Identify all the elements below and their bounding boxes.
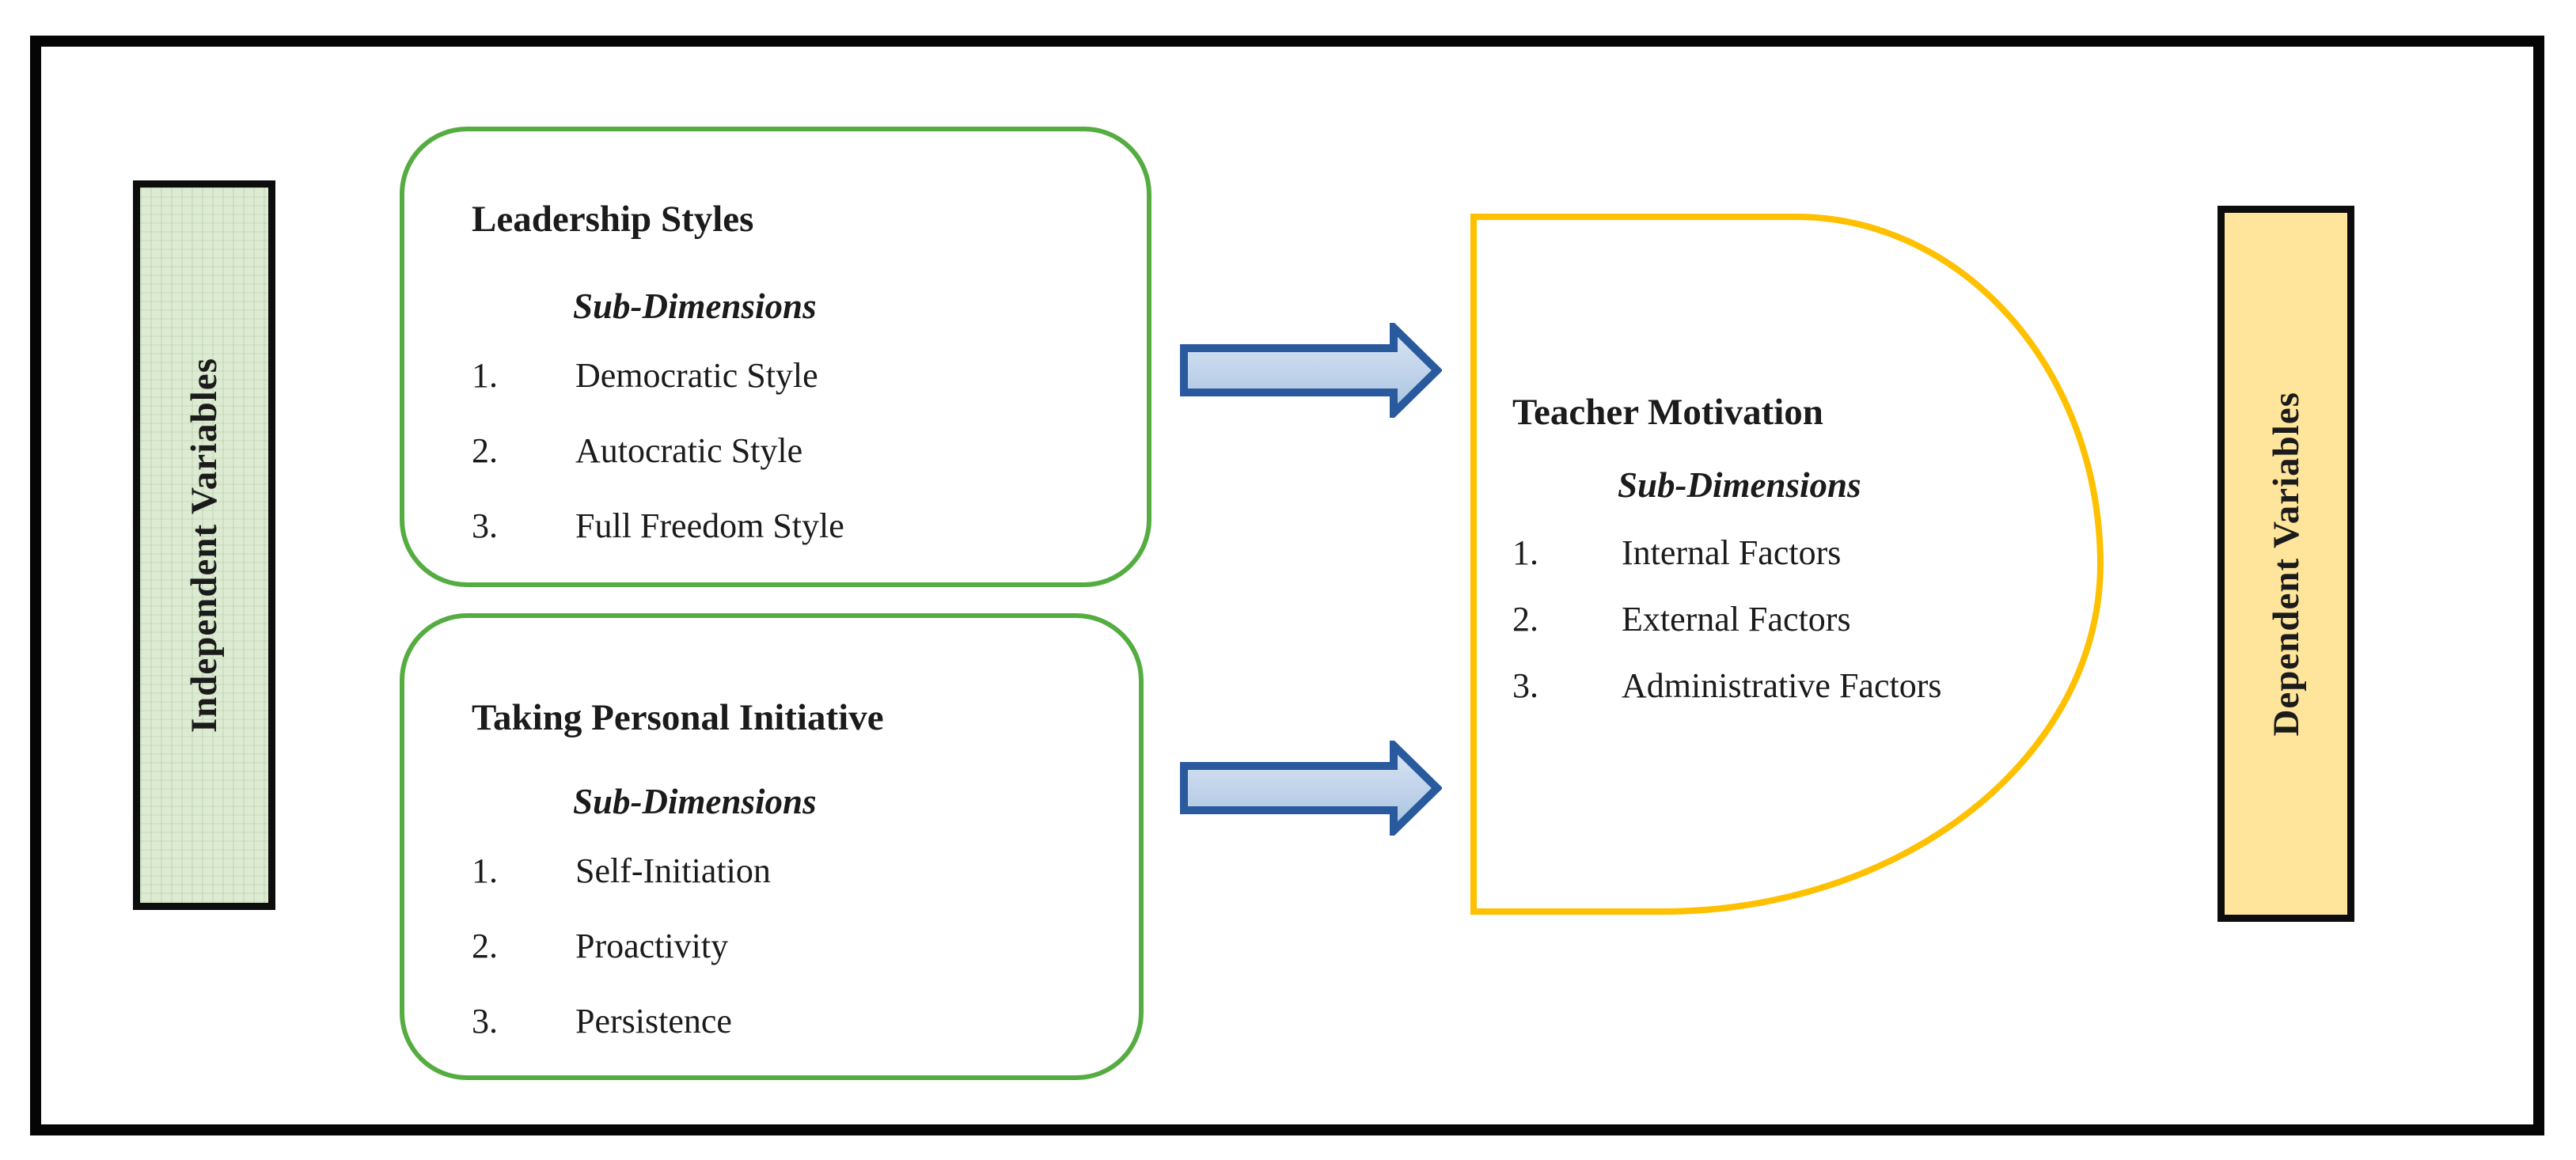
list-item-text: Full Freedom Style — [575, 506, 844, 545]
list-item-text: Self-Initiation — [575, 851, 771, 890]
list-item: 3. Persistence — [472, 997, 1115, 1046]
list-item-text: Internal Factors — [1622, 533, 1842, 572]
list-item-number: 3. — [472, 506, 498, 545]
list-item: 3. Administrative Factors — [1512, 662, 2002, 711]
list-item: 2. Autocratic Style — [472, 426, 1123, 476]
list-item: 1. Democratic Style — [472, 351, 1123, 400]
list-item-number: 1. — [472, 851, 498, 890]
list-item-number: 2. — [1512, 600, 1538, 639]
panel-subtitle: Sub-Dimensions — [573, 782, 817, 821]
list-item-text: External Factors — [1622, 600, 1851, 639]
list-item: 1. Internal Factors — [1512, 529, 2002, 578]
independent-variables-label: Independent Variables — [184, 357, 225, 734]
panel-title: Leadership Styles — [472, 199, 754, 240]
arrow-right-icon — [1180, 323, 1442, 418]
independent-variables-box: Independent Variables — [133, 180, 275, 910]
motivation-title: Teacher Motivation — [1512, 392, 1823, 433]
list-item-text: Autocratic Style — [575, 431, 803, 470]
list-item-number: 2. — [472, 431, 498, 470]
list-item-number: 1. — [472, 356, 498, 395]
motivation-subtitle: Sub-Dimensions — [1618, 465, 1861, 505]
list-item-number: 3. — [472, 1002, 498, 1041]
list-item-number: 1. — [1512, 533, 1538, 572]
panel-list: 1. Self-Initiation 2. Proactivity 3. Per… — [472, 847, 1115, 1046]
list-item-text: Democratic Style — [575, 356, 818, 395]
list-item-number: 2. — [472, 927, 498, 965]
panel-title: Taking Personal Initiative — [472, 697, 884, 738]
taking-personal-initiative-panel: Taking Personal Initiative Sub-Dimension… — [400, 613, 1144, 1080]
list-item-text: Persistence — [575, 1002, 732, 1041]
dependent-variables-box: Dependent Variables — [2217, 206, 2354, 922]
list-item-text: Proactivity — [575, 927, 729, 965]
motivation-list: 1. Internal Factors 2. External Factors … — [1512, 529, 2002, 711]
leadership-styles-panel: Leadership Styles Sub-Dimensions 1. Demo… — [400, 127, 1151, 587]
list-item: 2. Proactivity — [472, 922, 1115, 971]
list-item-text: Administrative Factors — [1622, 666, 1942, 705]
list-item: 2. External Factors — [1512, 595, 2002, 644]
panel-list: 1. Democratic Style 2. Autocratic Style … — [472, 351, 1123, 551]
list-item: 1. Self-Initiation — [472, 847, 1115, 896]
dependent-variables-label: Dependent Variables — [2265, 391, 2307, 737]
list-item: 3. Full Freedom Style — [472, 502, 1123, 551]
arrow-right-icon — [1180, 741, 1442, 836]
list-item-number: 3. — [1512, 666, 1538, 705]
panel-subtitle: Sub-Dimensions — [573, 286, 817, 326]
